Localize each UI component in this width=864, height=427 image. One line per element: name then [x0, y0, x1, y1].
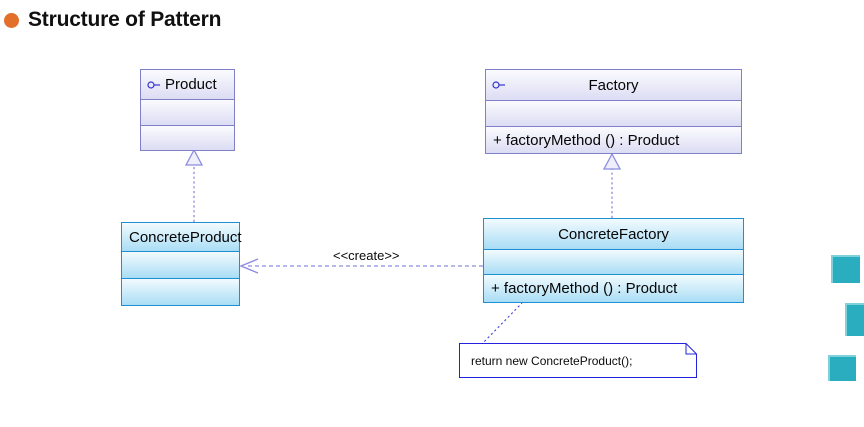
class-name: ConcreteProduct — [129, 228, 242, 246]
interface-lollipop-icon — [147, 80, 160, 89]
class-title-row: ConcreteProduct — [122, 223, 242, 252]
realization-concretefactory-factory — [602, 152, 622, 218]
dependency-label-create: <<create>> — [333, 248, 400, 263]
decor-square-3 — [828, 355, 860, 385]
page-title: Structure of Pattern — [28, 8, 222, 31]
dependency-create — [239, 258, 483, 274]
decor-square-face — [831, 255, 860, 283]
decor-square-face — [828, 355, 856, 381]
decor-square-face — [845, 303, 864, 336]
uml-class-concreteproduct[interactable]: ConcreteProduct — [121, 222, 242, 306]
class-operations-row — [141, 126, 234, 150]
uml-note[interactable]: return new ConcreteProduct(); — [459, 343, 697, 378]
class-title-row: ConcreteFactory — [484, 219, 743, 250]
decor-square-2 — [845, 303, 864, 340]
class-attributes-row — [122, 252, 239, 279]
note-text: return new ConcreteProduct(); — [471, 353, 633, 368]
class-title-row: Product — [141, 70, 234, 100]
bullet-icon — [4, 12, 19, 28]
decor-square-1 — [831, 255, 864, 287]
realization-concreteproduct-product — [184, 148, 204, 222]
note-shape — [459, 343, 697, 378]
note-anchor-line — [480, 302, 523, 346]
operation-signature: + factoryMethod () : Product — [493, 131, 680, 149]
uml-class-product[interactable]: Product — [140, 69, 235, 151]
class-attributes-row — [141, 100, 234, 126]
class-operations-row: + factoryMethod () : Product — [486, 127, 741, 153]
class-attributes-row — [484, 250, 743, 275]
class-operations-row — [122, 279, 239, 305]
uml-class-concretefactory[interactable]: ConcreteFactory + factoryMethod () : Pro… — [483, 218, 744, 303]
class-operations-row: + factoryMethod () : Product — [484, 275, 743, 302]
class-name: Product — [165, 76, 217, 93]
class-name: Factory — [588, 76, 639, 94]
uml-class-factory[interactable]: Factory + factoryMethod () : Product — [485, 69, 742, 154]
class-name: ConcreteFactory — [558, 225, 669, 243]
class-title-row: Factory — [486, 70, 741, 101]
interface-lollipop-icon — [492, 81, 505, 89]
class-attributes-row — [486, 101, 741, 127]
slide-heading: Structure of Pattern — [0, 4, 221, 36]
operation-signature: + factoryMethod () : Product — [491, 280, 678, 297]
